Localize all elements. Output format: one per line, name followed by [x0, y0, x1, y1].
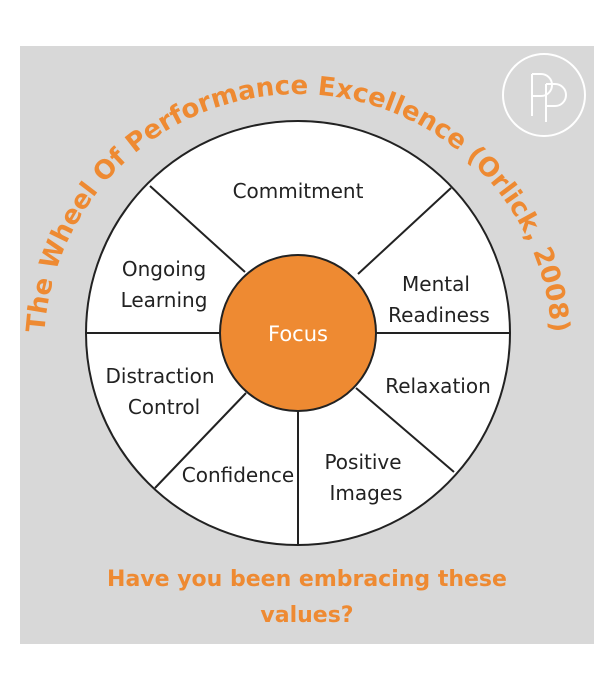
spoke-commitment-ongoing [149, 185, 246, 273]
logo-ring [502, 53, 586, 137]
focus-label: Focus [268, 322, 328, 346]
segment-distraction-control-line1: Distraction [105, 364, 214, 388]
closing-question: Have you been embracing these values? [20, 562, 594, 634]
question-line2: values? [260, 603, 354, 628]
segment-positive-images-line1: Positive [324, 450, 401, 474]
segment-ongoing-learning-line1: Ongoing [122, 257, 206, 281]
spoke-commitment-mental [357, 187, 452, 275]
question-line1: Have you been embracing these [107, 567, 507, 592]
spoke-confidence-distraction [154, 392, 247, 489]
segment-mental-readiness-line1: Mental [402, 272, 470, 296]
pp-logo [502, 53, 586, 137]
logo-monogram-icon [531, 73, 567, 122]
segment-ongoing-learning-line2: Learning [121, 288, 208, 312]
segment-positive-images-line2: Images [329, 481, 402, 505]
wheel-spokes [86, 185, 510, 545]
segment-distraction-control-line2: Control [128, 395, 200, 419]
focus-circle [219, 254, 377, 412]
segment-confidence: Confidence [182, 463, 294, 487]
segment-mental-readiness-line2: Readiness [388, 303, 490, 327]
spoke-relaxation-positive [355, 387, 455, 473]
segment-commitment: Commitment [233, 179, 364, 203]
segment-relaxation: Relaxation [385, 374, 491, 398]
